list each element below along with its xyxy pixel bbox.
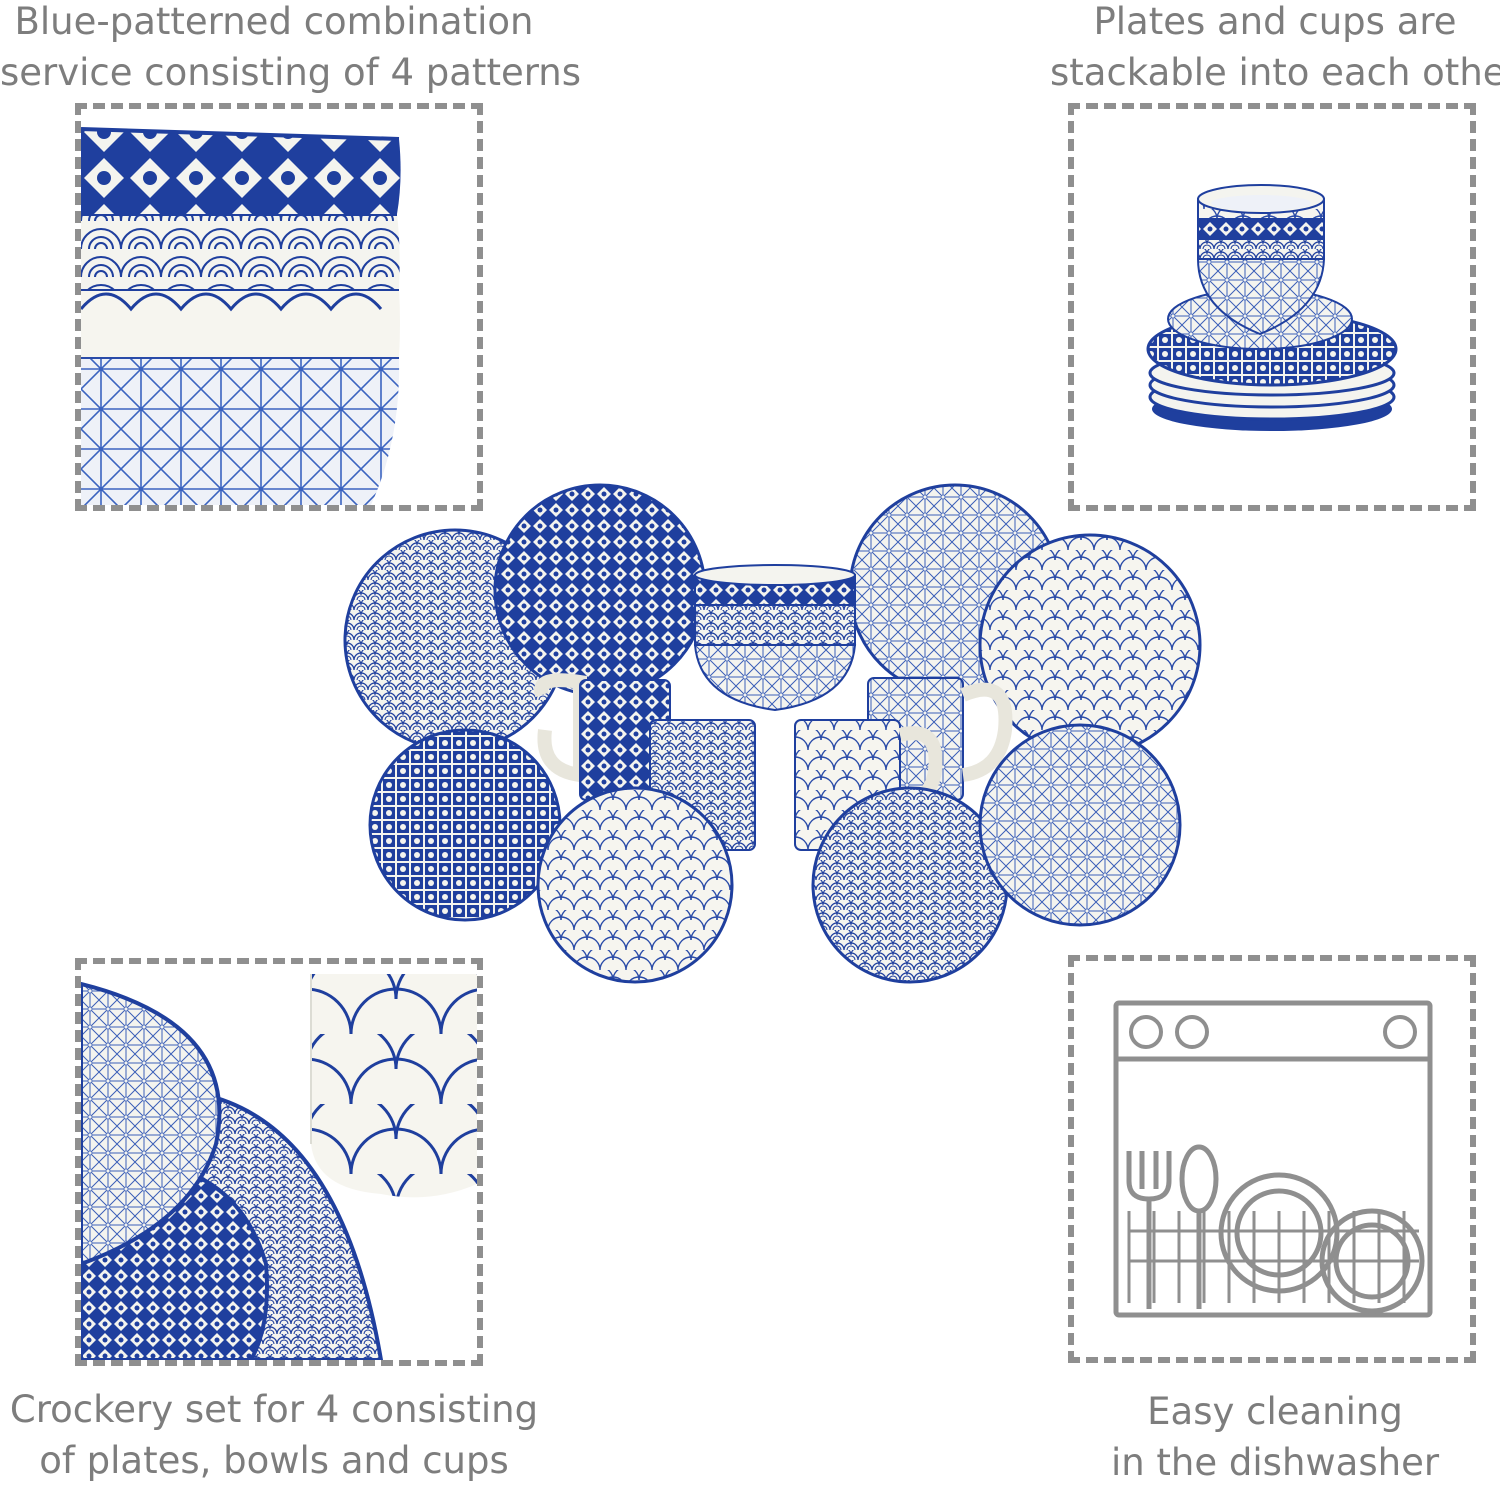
plate-diamond: [493, 483, 707, 697]
plate-scale: [978, 533, 1202, 757]
plate-scale-small: [536, 786, 734, 984]
caption-line: Easy cleaning: [1147, 1390, 1403, 1433]
plate-grid: [368, 728, 562, 922]
full-set-image: [340, 470, 1210, 1000]
stacked-bowls-image: [81, 109, 477, 505]
plate-star-small: [978, 723, 1182, 927]
caption-combination-service: Blue-patterned combination service consi…: [0, 0, 581, 98]
caption-line: Blue-patterned combination: [14, 0, 534, 43]
bowls-closeup-frame: [75, 103, 483, 511]
dishwasher-frame: [1068, 955, 1476, 1363]
caption-line: in the dishwasher: [1110, 1441, 1440, 1484]
stacked-set-frame: [1068, 103, 1476, 511]
caption-line: stackable into each other: [1050, 51, 1500, 94]
caption-stackable: Plates and cups are stackable into each …: [1050, 0, 1500, 98]
caption-crockery-set: Crockery set for 4 consisting of plates,…: [0, 1384, 548, 1486]
caption-line: of plates, bowls and cups: [39, 1439, 509, 1482]
stacked-set-image: [1074, 109, 1470, 505]
crockery-closeup-image: [81, 964, 477, 1360]
plate-icon: [1218, 1172, 1340, 1294]
caption-line: Plates and cups are: [1093, 0, 1457, 43]
crockery-closeup-frame: [75, 958, 483, 1366]
caption-line: Crockery set for 4 consisting: [9, 1388, 539, 1431]
full-set-svg: [343, 483, 1202, 984]
plate-wave-small: [811, 786, 1009, 984]
caption-line: service consisting of 4 patterns: [0, 51, 581, 94]
dishwasher-icon: [1074, 961, 1470, 1357]
caption-dishwasher: Easy cleaning in the dishwasher: [1050, 1386, 1500, 1488]
